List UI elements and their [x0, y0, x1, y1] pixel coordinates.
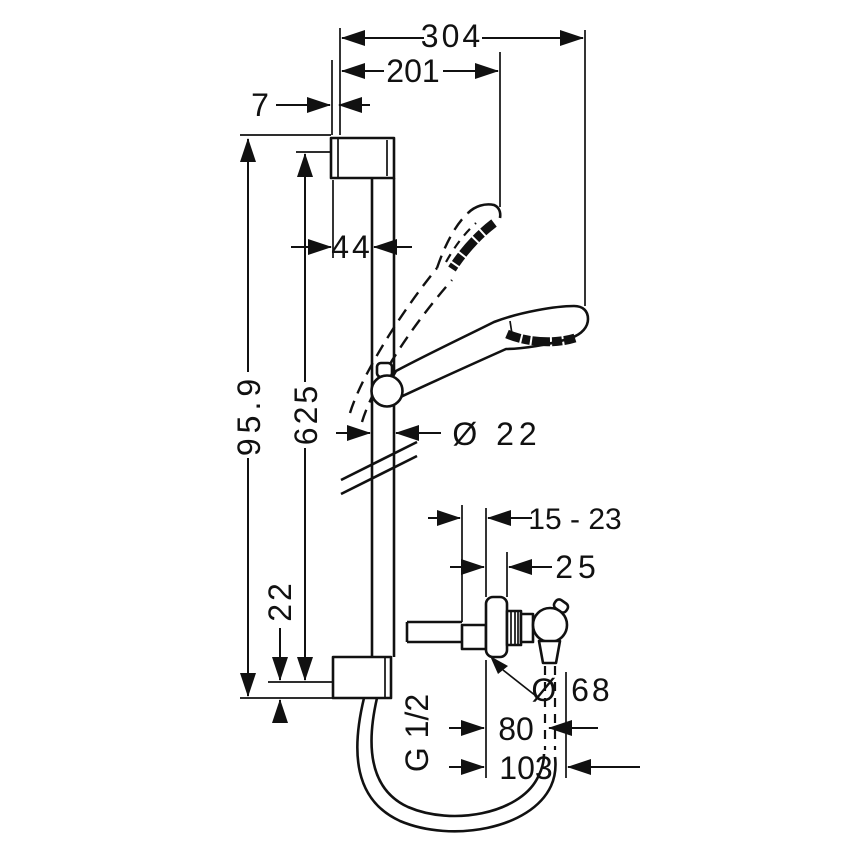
product-outline [329, 136, 590, 833]
bar-break-marks [340, 440, 418, 496]
dim-bar-length: 625 [288, 153, 324, 681]
dim-lower-offset-label: 22 [262, 580, 298, 622]
bottom-wall-bracket [331, 655, 393, 700]
union-nut [505, 609, 523, 647]
dim-overall-height-label: 95.9 [231, 374, 267, 456]
raised-spray-face [448, 219, 497, 272]
top-wall-bracket [329, 136, 396, 180]
shower-hose [356, 697, 557, 833]
escutcheon [484, 595, 509, 659]
hose-connection-dashed [543, 666, 557, 750]
dim-overall-height: 95.9 [231, 138, 267, 697]
dimension-annotations: 304 201 7 44 95.9 625 [231, 18, 640, 786]
hand-shower-lowered [388, 304, 590, 403]
dim-escutcheon-depth-label: 25 [555, 549, 601, 585]
dim-escutcheon-diameter-label: Ø 68 [531, 672, 612, 708]
wall-coupler [460, 623, 488, 651]
dim-wall-clearance: 44 [291, 229, 412, 265]
shower-holder [370, 361, 404, 408]
dim-hose-outlet-offset-max: 103 [449, 750, 640, 786]
dim-bar-length-label: 625 [288, 383, 324, 445]
supply-pipe [405, 620, 488, 651]
dim-plate-thickness-label: 7 [251, 87, 269, 123]
valve-handle [531, 606, 569, 644]
dim-wall-clearance-label: 44 [331, 229, 373, 265]
dim-upper-offset: 201 [341, 53, 499, 89]
dim-hose-outlet-offset-label: 80 [498, 711, 534, 747]
dim-install-depth-range: 15 - 23 [428, 503, 622, 536]
outlet-connector [537, 639, 562, 665]
slide-bar [370, 178, 396, 657]
dim-hose-outlet-offset: 80 [449, 711, 598, 747]
extension-lines [240, 28, 586, 778]
mixer-valve [405, 595, 570, 750]
dim-lower-offset: 22 [262, 580, 298, 723]
dim-install-depth-range-label: 15 - 23 [528, 503, 621, 536]
dim-bar-diameter: Ø 22 [336, 416, 541, 452]
dim-escutcheon-diameter: Ø 68 [490, 656, 612, 708]
dim-upper-offset-label: 201 [386, 53, 439, 89]
hand-shower-raised-dashed [348, 203, 502, 423]
dim-hose-outlet-offset-max-label: 103 [499, 750, 552, 786]
label-connection-thread: G 1/2 [399, 694, 435, 772]
raised-head-outline [435, 212, 469, 269]
dim-overall-width-label: 304 [421, 18, 483, 54]
connection-thread-label: G 1/2 [399, 694, 435, 772]
dim-plate-thickness: 7 [251, 87, 370, 123]
valve-body [519, 612, 535, 644]
dim-overall-width: 304 [341, 18, 584, 54]
dim-escutcheon-depth: 25 [450, 549, 601, 585]
dim-bar-diameter-label: Ø 22 [452, 416, 541, 452]
spray-face [505, 329, 577, 347]
